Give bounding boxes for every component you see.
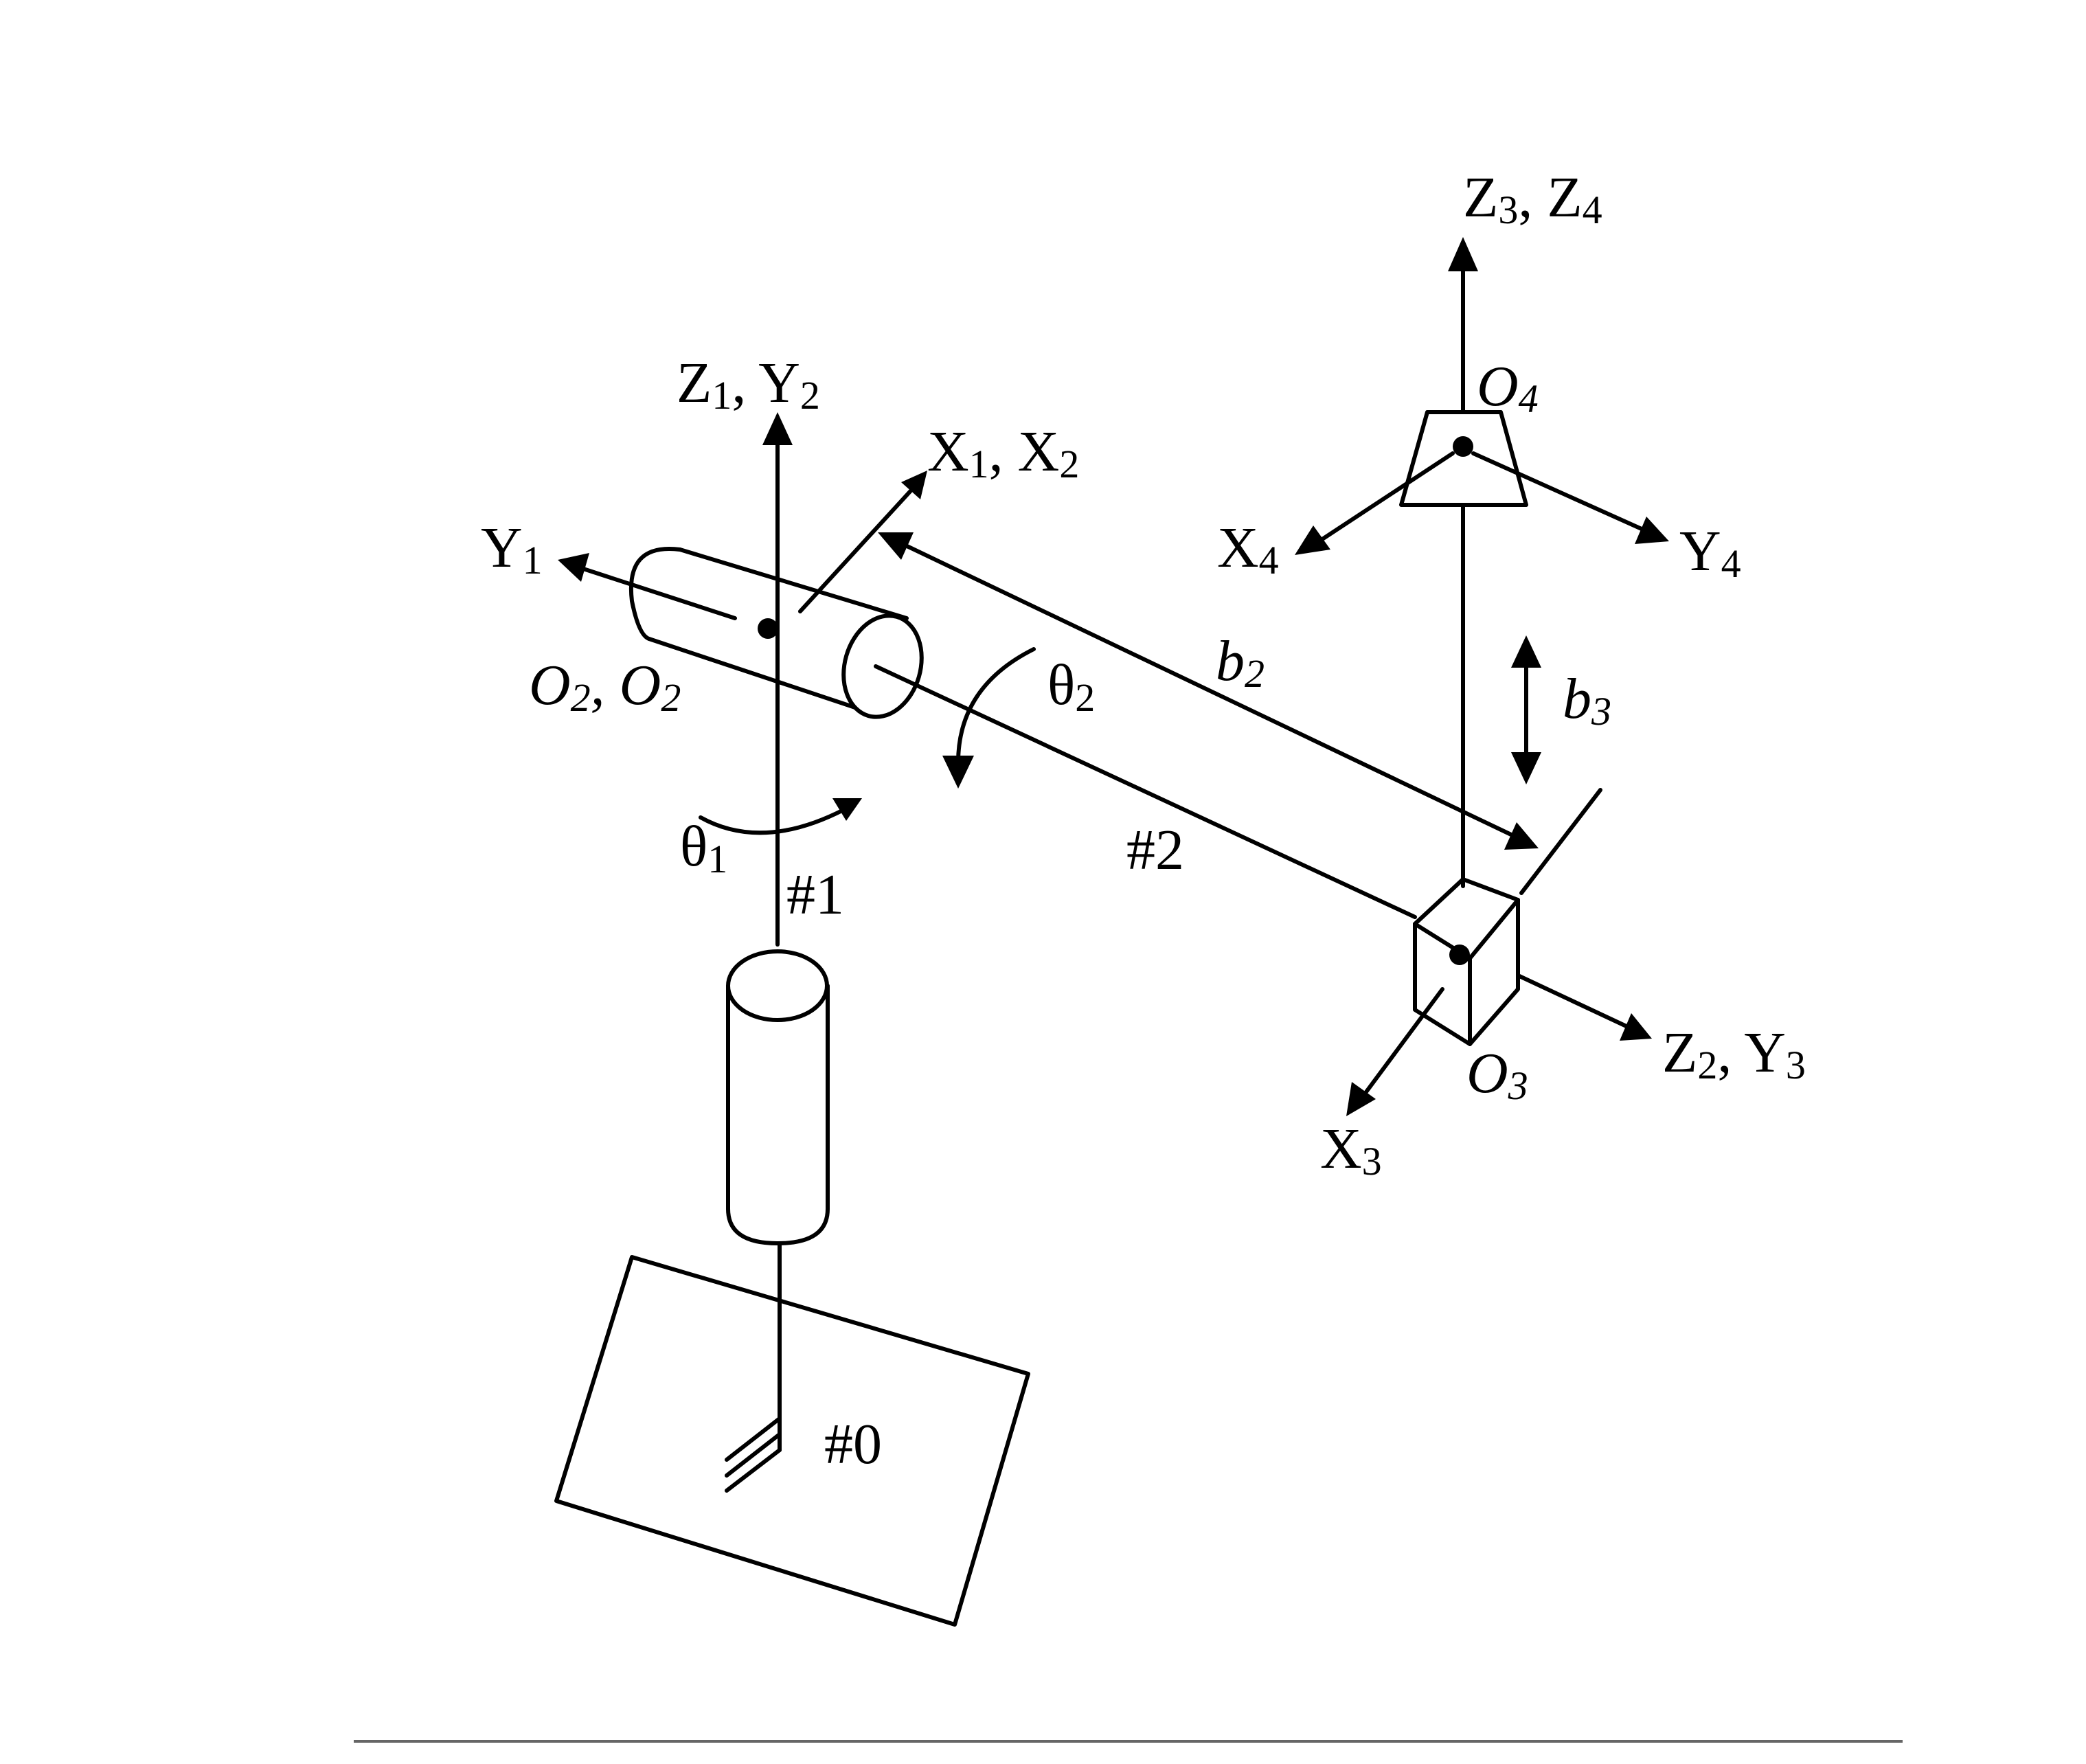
x4-axis-line (1320, 451, 1455, 541)
label-o2-o2: O2, O2 (529, 653, 681, 720)
base-plate (554, 1241, 1030, 1627)
label-theta2: θ2 (1047, 653, 1095, 720)
y4-axis-line (1471, 451, 1644, 531)
b2-arrowhead-end (1504, 822, 1539, 850)
y4-axis-arrowhead (1635, 517, 1669, 544)
x1-axis-arrowhead (901, 471, 927, 499)
x4-axis-arrowhead (1295, 525, 1330, 555)
origin-o4-dot (1453, 436, 1473, 457)
label-b3: b3 (1563, 667, 1611, 734)
theta1-arrowhead (832, 798, 862, 821)
link-2-arm-line (874, 664, 1417, 919)
label-link-1: #1 (786, 863, 844, 927)
y1-axis-line (575, 565, 737, 620)
label-y1: Y1 (481, 516, 543, 583)
b3-arrowhead-up (1511, 635, 1541, 668)
x3-axis-arrowhead (1346, 1082, 1376, 1116)
link-1-cylinder (726, 949, 830, 1245)
x1-axis-line (798, 486, 916, 613)
label-z3-z4: Z3, Z4 (1463, 166, 1602, 232)
theta1-arc (699, 807, 847, 835)
label-b2: b2 (1216, 629, 1265, 696)
z3-axis-arrowhead (1448, 237, 1478, 271)
end-effector-o4 (1399, 410, 1528, 507)
label-link-2: #2 (1126, 818, 1184, 882)
y1-axis-arrowhead (558, 553, 589, 582)
label-x1-x2: X1, X2 (927, 420, 1079, 486)
label-z1-y2: Z1, Y2 (677, 351, 820, 418)
z2-axis-line (1516, 973, 1630, 1029)
slider-block-o3 (1413, 877, 1520, 1046)
label-x4: X4 (1217, 516, 1279, 583)
z2-axis-arrowhead (1620, 1013, 1652, 1041)
label-o4: O4 (1477, 354, 1539, 421)
z1-axis-arrowhead (762, 412, 793, 445)
label-base: #0 (824, 1412, 882, 1476)
theta2-arc (956, 647, 1036, 765)
label-z2-y3: Z2, Y3 (1662, 1021, 1806, 1087)
label-theta1: θ1 (680, 815, 727, 881)
joint-2-cylinder (628, 547, 924, 719)
theta2-arrowhead (942, 756, 974, 789)
x3-axis-line (1361, 987, 1444, 1098)
label-o3: O3 (1466, 1041, 1528, 1108)
label-y4: Y4 (1679, 519, 1741, 586)
origin-o3-dot (1449, 945, 1470, 965)
b2-arrowhead-start (878, 532, 914, 560)
b3-arrowhead-down (1511, 752, 1541, 784)
label-x3: X3 (1320, 1117, 1382, 1184)
b2-dimension-line (898, 541, 1513, 837)
origin-o2-dot (758, 618, 778, 639)
b2-extension-tick (1519, 788, 1602, 895)
